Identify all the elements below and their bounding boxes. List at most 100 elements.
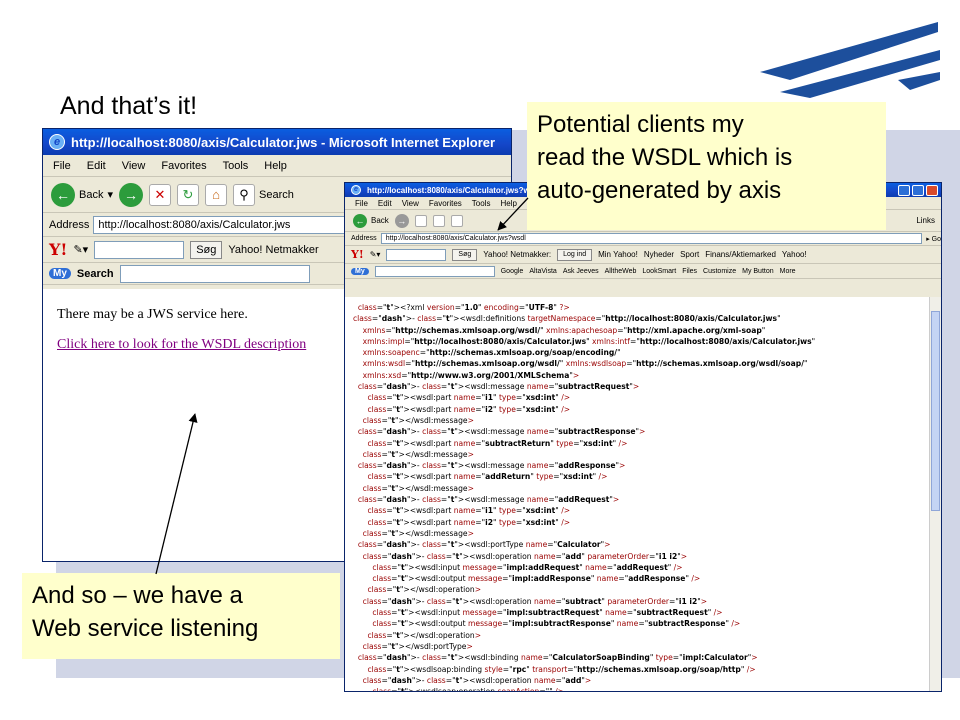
xml-line: xmlns:wsdl="http://schemas.xmlsoap.org/w… — [362, 359, 808, 369]
mysearch-alltheweb[interactable]: AlltheWeb — [604, 267, 637, 275]
xml-line: class="t"><?xml version="1.0" encoding="… — [357, 303, 570, 312]
yahoo-item-nyheder[interactable]: Nyheder — [643, 250, 675, 259]
wsdl-link[interactable]: Click here to look for the WSDL descript… — [57, 337, 307, 352]
yahoo-netmakker[interactable]: Yahoo! Netmakker: — [483, 250, 552, 259]
minimize-icon[interactable] — [898, 185, 910, 196]
refresh-icon[interactable] — [432, 214, 445, 227]
vertical-scrollbar[interactable] — [929, 297, 941, 691]
mysearch-input[interactable] — [119, 264, 310, 283]
home-icon[interactable] — [450, 214, 463, 227]
menu-edit[interactable]: Edit — [86, 159, 106, 172]
mysearch-looksmart[interactable]: LookSmart — [642, 267, 677, 275]
maximize-icon[interactable] — [912, 185, 924, 196]
callout-service-note: And so – we have a Web service listening — [22, 573, 340, 659]
mysearch-label[interactable]: Search — [76, 267, 114, 280]
mysearch-askjeeves[interactable]: Ask Jeeves — [562, 267, 599, 275]
xml-line: class="dash">- class="t"><wsdl:operation… — [362, 551, 688, 561]
xml-line: xmlns:impl="http://localhost:8080/axis/C… — [362, 336, 816, 346]
xml-line: xmlns:soapenc="http://schemas.xmlsoap.or… — [362, 348, 621, 358]
window-title: http://localhost:8080/axis/Calculator.jw… — [367, 185, 542, 195]
mysearch-customize[interactable]: Customize — [703, 267, 737, 275]
yahoo-logo-icon[interactable]: Y! — [49, 240, 68, 259]
mysearch-altavista[interactable]: AltaVista — [529, 267, 557, 275]
links-label[interactable]: Links — [916, 216, 935, 225]
callout-line: And so – we have a — [32, 582, 243, 609]
toolbar: ← Back ▾ → ✕ ↻ ⌂ ⚲ Search — [43, 177, 511, 213]
window-title-bar[interactable]: e http://localhost:8080/axis/Calculator.… — [43, 129, 511, 155]
log-in-button[interactable]: Log ind — [557, 248, 593, 261]
back-label: Back — [79, 188, 104, 201]
scrollbar-thumb[interactable] — [931, 311, 940, 511]
yahoo-item-finans[interactable]: Finans/Aktiemarked — [705, 250, 776, 259]
pencil-icon[interactable]: ✎▾ — [73, 244, 89, 256]
stop-icon[interactable] — [414, 214, 427, 227]
go-button[interactable]: ▸ Go — [926, 235, 941, 243]
xml-line: class="dash">- class="t"><wsdl:portType … — [357, 540, 611, 550]
menu-file[interactable]: File — [355, 198, 368, 208]
pencil-icon[interactable]: ✎▾ — [369, 250, 381, 259]
yahoo-logo-icon[interactable]: Y! — [351, 248, 364, 261]
menu-help[interactable]: Help — [500, 198, 517, 208]
xml-line: class="t"><wsdl:part name="i1" type="xsd… — [367, 393, 571, 403]
yahoo-netmakker[interactable]: Yahoo! Netmakker — [228, 243, 319, 256]
stop-icon[interactable]: ✕ — [149, 183, 171, 206]
callout-line: auto-generated by axis — [537, 177, 782, 204]
xml-line: class="t"><wsdl:part name="i2" type="xsd… — [367, 404, 571, 414]
mysearch-more[interactable]: More — [779, 267, 796, 275]
search-button[interactable]: ⚲ Search — [233, 183, 294, 206]
menu-tools[interactable]: Tools — [222, 159, 249, 172]
window-title: http://localhost:8080/axis/Calculator.jw… — [71, 134, 496, 150]
menu-bar: File Edit View Favorites Tools Help — [43, 155, 511, 177]
close-icon[interactable] — [926, 185, 938, 196]
mysearch-toolbar: My Search — [43, 263, 511, 285]
toolbar: ← Back → Links — [345, 210, 941, 232]
yahoo-search-input[interactable] — [386, 248, 447, 261]
slide-title: And that’s it! — [60, 92, 198, 120]
menu-view[interactable]: View — [401, 198, 419, 208]
menu-favorites[interactable]: Favorites — [161, 159, 207, 172]
menu-view[interactable]: View — [121, 159, 146, 172]
yahoo-item-sport[interactable]: Sport — [680, 250, 700, 259]
mysearch-files[interactable]: Files — [682, 267, 698, 275]
refresh-icon[interactable]: ↻ — [177, 183, 199, 206]
xml-line: class="t"></wsdl:message> — [362, 528, 474, 538]
home-icon[interactable]: ⌂ — [205, 183, 227, 206]
mysearch-input[interactable] — [374, 265, 495, 277]
forward-button[interactable]: → — [394, 213, 409, 228]
mysearch-mybutton[interactable]: My Button — [742, 267, 774, 275]
xml-line: class="dash">- class="t"><wsdl:operation… — [362, 596, 708, 606]
back-button[interactable]: ← Back ▾ — [51, 182, 113, 207]
menu-edit[interactable]: Edit — [377, 198, 392, 208]
yahoo-search-input[interactable] — [94, 240, 185, 259]
menu-help[interactable]: Help — [264, 159, 287, 172]
yahoo-item-yahoo[interactable]: Yahoo! — [781, 250, 807, 259]
xml-line: class="t"><wsdl:part name="subtractRetur… — [367, 438, 628, 448]
ie-icon: e — [49, 134, 65, 150]
address-bar: Address http://localhost:8080/axis/Calcu… — [345, 232, 941, 246]
yahoo-search-button[interactable]: Søg — [190, 240, 223, 259]
logo-icon — [760, 22, 940, 98]
search-label: Search — [259, 188, 294, 201]
callout-wsdl-note: Potential clients my read the WSDL which… — [527, 102, 886, 230]
xml-line: class="t"><wsdl:input message="impl:addR… — [372, 562, 683, 572]
address-input[interactable]: http://localhost:8080/axis/Calculator.jw… — [380, 233, 923, 244]
back-button[interactable]: ← Back — [353, 213, 389, 228]
yahoo-search-button[interactable]: Søg — [452, 248, 478, 261]
xml-line: class="t"><wsdlsoap:operation soapAction… — [353, 686, 921, 691]
yahoo-item-min-yahoo[interactable]: Min Yahoo! — [598, 250, 638, 259]
xml-line: xmlns:xsd="http://www.w3.org/2001/XMLSch… — [362, 370, 580, 380]
xml-line: class="t"><wsdl:part name="addReturn" ty… — [367, 472, 608, 482]
browser-window-wsdl[interactable]: e http://localhost:8080/axis/Calculator.… — [344, 182, 942, 692]
forward-button[interactable]: → — [119, 182, 143, 207]
xml-line: class="dash">- class="t"><wsdl:message n… — [357, 427, 646, 437]
menu-file[interactable]: File — [53, 159, 71, 172]
mysearch-logo-icon: My — [351, 267, 369, 275]
mysearch-google[interactable]: Google — [500, 267, 524, 275]
xml-line: class="t"></wsdl:portType> — [362, 641, 473, 651]
menu-favorites[interactable]: Favorites — [428, 198, 462, 208]
xml-line: class="dash">- class="t"><wsdl:operation… — [362, 675, 592, 685]
ie-icon: e — [351, 185, 361, 195]
menu-tools[interactable]: Tools — [471, 198, 491, 208]
xml-line: class="t"></wsdl:message> — [362, 449, 474, 459]
wsdl-xml-content: class="t"><?xml version="1.0" encoding="… — [345, 297, 929, 691]
